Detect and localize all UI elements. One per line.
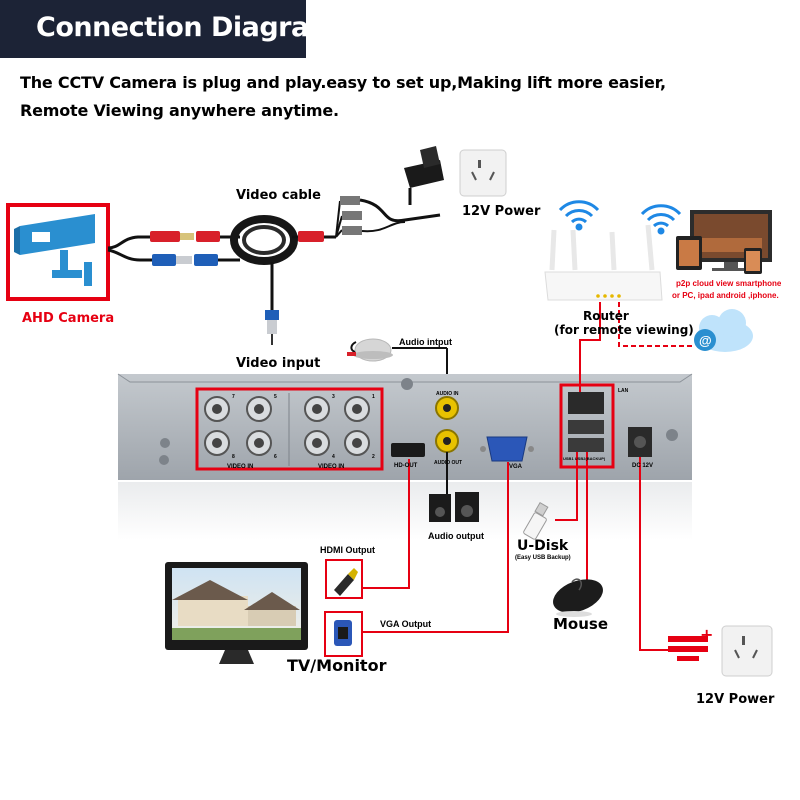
channel-number: 5 [274,394,277,400]
wall-socket-icon-bottom [721,625,773,677]
svg-text:+: + [700,625,713,644]
dc-port [628,427,652,457]
wifi-icon-2 [640,204,682,235]
channel-number: 2 [372,454,375,460]
usb2-port [568,438,604,452]
subtitle-line-2: Remote Viewing anywhere anytime. [20,101,339,120]
video-cable-label: Video cable [236,188,321,203]
u-disk-label: U-Disk [517,538,569,554]
audio-in-port [435,396,459,420]
vga-port [480,436,534,462]
microphone-icon [347,338,393,362]
video-in-left-label: VIDEO IN [227,464,254,470]
usb-panel-label: USB1 USB2(BACKUP) [563,456,606,461]
bnc-connectors [204,396,370,456]
mouse-icon [553,578,603,617]
video-in-right-label: VIDEO IN [318,464,345,470]
camera-icon [14,214,95,286]
u-disk-note: (Easy USB Backup) [515,555,571,561]
svg-text:@: @ [699,333,712,348]
channel-number: 1 [372,394,375,400]
dc-plug-icon: + [668,625,713,661]
lan-port [568,392,604,414]
audio-out-port [435,429,459,453]
hd-out-panel-label: HD-OUT [394,463,418,469]
usb1-port [568,420,604,434]
router-icon [544,224,663,301]
channel-number: 8 [232,454,235,460]
p2p-line-2: or PC, ipad android ,iphone. [672,291,779,300]
p2p-line-1: p2p cloud view smartphone [676,279,782,288]
audio-out-panel-label: AUDIO OUT [434,460,463,466]
power-bottom-label: 12V Power [696,692,775,707]
hdmi-output-label: HDMI Output [320,545,375,555]
hdmi-port [391,443,425,457]
mouse-label: Mouse [553,615,609,633]
usb-drive-icon [523,501,549,540]
devices-icon [676,210,772,274]
audio-input-label: Audio intput [399,337,452,347]
audio-in-panel-label: AUDIO IN [436,391,459,397]
video-input-label: Video input [236,356,321,371]
vga-panel-label: VGA [509,464,523,470]
lan-panel-label: LAN [618,388,629,394]
channel-number: 7 [232,394,235,400]
page-title: Connection Diagram [36,12,337,43]
channel-number: 4 [332,454,335,460]
wall-socket-icon [459,149,507,197]
vga-output-label: VGA Output [380,619,432,629]
wifi-icon [558,200,600,231]
channel-number: 3 [332,394,335,400]
channel-number: 6 [274,454,277,460]
audio-output-label: Audio output [428,531,484,541]
router-note: (for remote viewing) [554,323,694,337]
cloud-icon: @ [694,309,753,352]
dc-panel-label: DC 12V [632,463,654,469]
power-adapter-icon [404,146,444,205]
speaker-icon [429,492,479,522]
router-label: Router [583,309,629,323]
vga-plug-icon [334,620,352,646]
monitor-icon [165,562,308,664]
tv-monitor-label: TV/Monitor [287,656,387,675]
video-cable [107,196,441,345]
subtitle-line-1: The CCTV Camera is plug and play.easy to… [20,73,666,92]
header-band [0,0,306,58]
power-top-label: 12V Power [462,204,541,219]
hdmi-plug-icon [334,568,358,596]
ahd-camera-label: AHD Camera [22,311,115,326]
